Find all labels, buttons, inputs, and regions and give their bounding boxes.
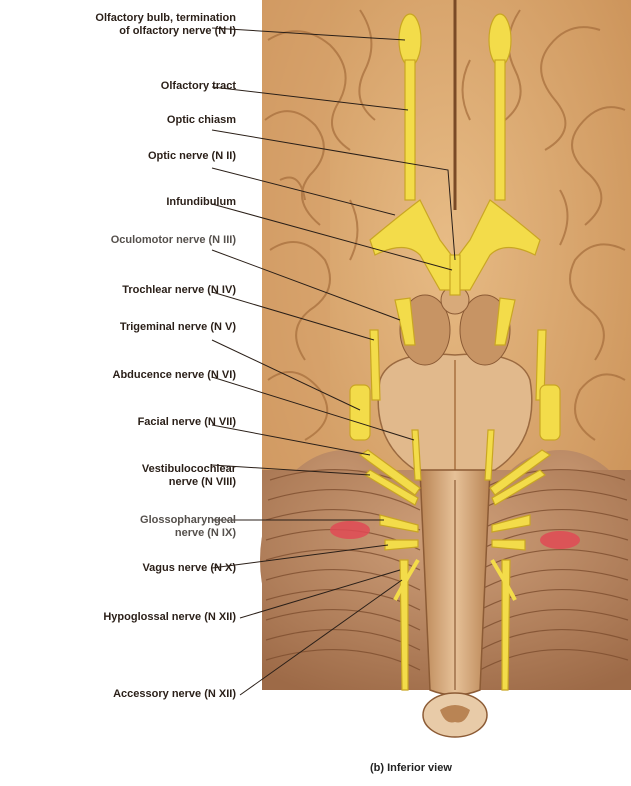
- label-optic-nerve: Optic nerve (N II): [148, 150, 236, 163]
- label-glossopharyngeal-nerve: Glossopharyngeal nerve (N IX): [140, 514, 236, 540]
- label-oculomotor-nerve: Oculomotor nerve (N III): [111, 234, 236, 247]
- figure-caption: (b) Inferior view: [370, 762, 452, 774]
- label-accessory-nerve: Accessory nerve (N XII): [113, 688, 236, 701]
- label-optic-chiasm: Optic chiasm: [167, 114, 236, 127]
- label-hypoglossal-nerve: Hypoglossal nerve (N XII): [103, 611, 236, 624]
- label-olfactory-tract: Olfactory tract: [161, 80, 236, 93]
- label-trochlear-nerve: Trochlear nerve (N IV): [122, 284, 236, 297]
- label-trigeminal-nerve: Trigeminal nerve (N V): [120, 321, 236, 334]
- label-abducens-nerve: Abducence nerve (N VI): [113, 369, 236, 382]
- label-olfactory-bulb: Olfactory bulb, termination of olfactory…: [95, 12, 236, 38]
- label-vagus-nerve: Vagus nerve (N X): [142, 562, 236, 575]
- label-infundibulum: Infundibulum: [166, 196, 236, 209]
- label-facial-nerve: Facial nerve (N VII): [138, 416, 236, 429]
- label-vestibulocochlear-nerve: Vestibulocochlear nerve (N VIII): [142, 463, 236, 489]
